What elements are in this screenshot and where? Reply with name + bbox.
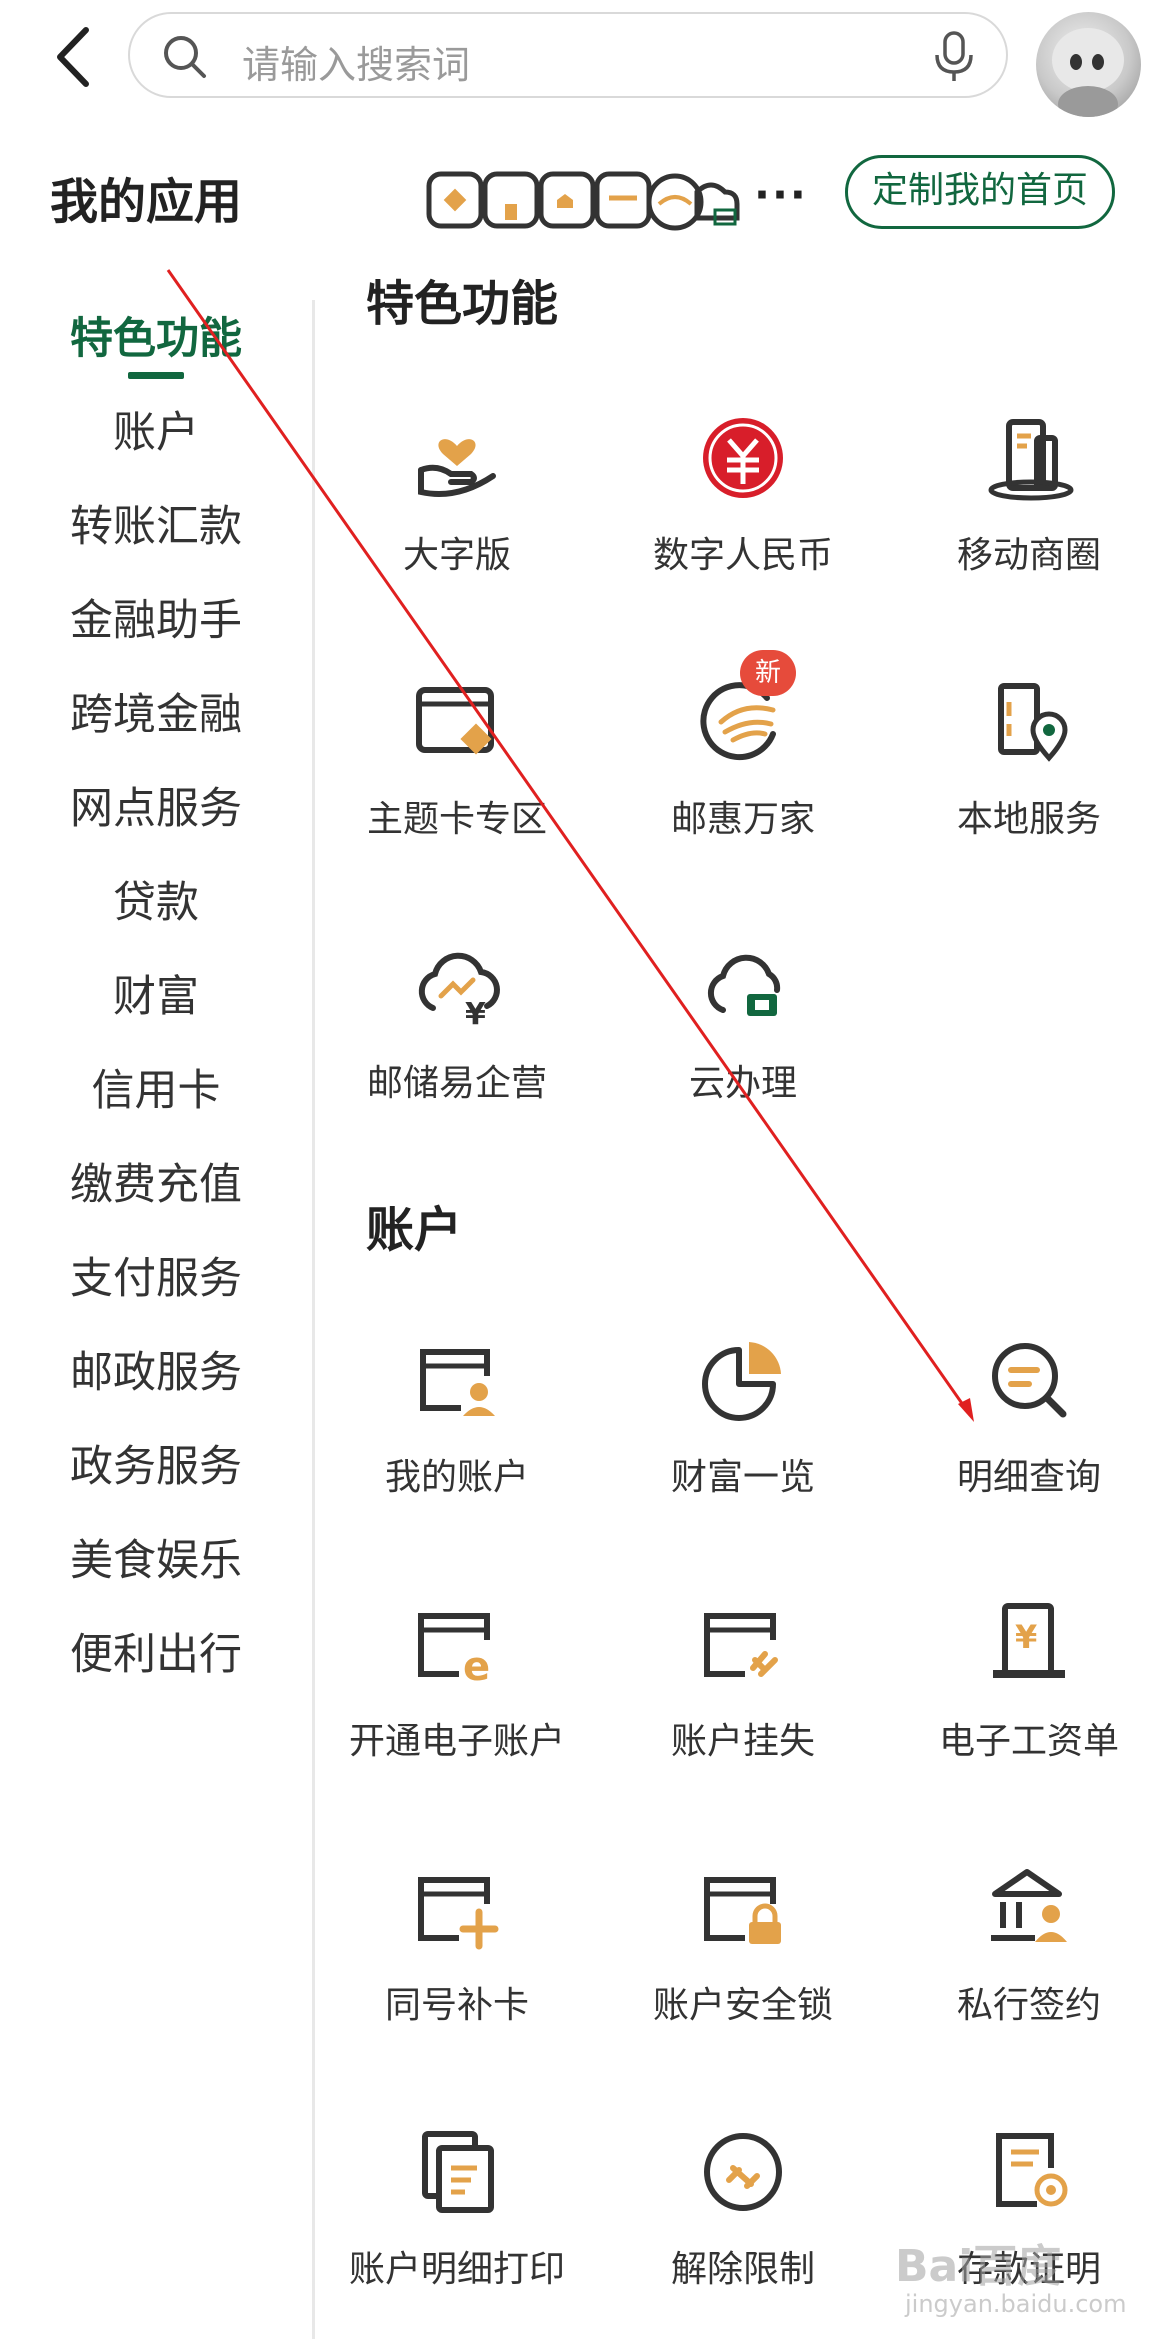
app-label: 移动商圈 — [956, 535, 1101, 576]
detail-query-icon — [992, 1343, 1067, 1418]
app-label: 开通电子账户 — [348, 1721, 565, 1762]
watermark-url: jingyan.baidu.com — [905, 2290, 1127, 2318]
reissue-card-icon — [418, 1877, 499, 1950]
section-title-account: 账户 — [366, 1202, 463, 1258]
deposit-cert-icon — [996, 2133, 1068, 2207]
app-label: 云办理 — [688, 1063, 797, 1104]
sidebar-item-loan[interactable]: 贷款 — [113, 878, 199, 928]
app-tile-local-service[interactable]: 本地服务 — [886, 672, 1170, 842]
search-icon — [164, 36, 206, 78]
app-label: 账户明细打印 — [348, 2249, 565, 2290]
account-loss-icon — [704, 1613, 778, 1677]
app-tile-digital-rmb[interactable]: 数字人民币 — [600, 408, 886, 578]
app-label: 电子工资单 — [938, 1721, 1119, 1762]
sidebar-item-cross-border[interactable]: 跨境金融 — [70, 690, 242, 740]
account-lock-icon — [704, 1877, 781, 1944]
sidebar-item-gov-service[interactable]: 政务服务 — [70, 1442, 242, 1492]
app-label: 主题卡专区 — [366, 799, 547, 840]
customize-home-button[interactable]: 定制我的首页 — [845, 155, 1115, 229]
search-bar[interactable]: 请输入搜索词 — [128, 12, 1008, 98]
e-account-icon: e — [418, 1613, 490, 1690]
sidebar-item-wealth[interactable]: 财富 — [113, 972, 199, 1022]
app-label: 数字人民币 — [652, 535, 833, 576]
my-apps-shortcut-icons[interactable] — [425, 162, 745, 240]
app-label: 同号补卡 — [384, 1985, 529, 2026]
app-label: 本地服务 — [956, 799, 1101, 840]
my-account-icon — [420, 1349, 495, 1416]
app-tile-cloud-enterprise[interactable]: ¥ 邮储易企营 — [314, 936, 600, 1106]
app-label: 解除限制 — [670, 2249, 815, 2290]
cloud-handle-icon — [707, 954, 781, 1016]
app-label: 财富一览 — [670, 1457, 815, 1498]
app-tile-private-bank[interactable]: 私行签约 — [886, 1858, 1170, 2028]
app-tile-mobile-mall[interactable]: 移动商圈 — [886, 408, 1170, 578]
app-label: 存款证明 — [956, 2249, 1101, 2290]
app-tile-my-account[interactable]: 我的账户 — [314, 1330, 600, 1500]
cloud-enterprise-icon: ¥ — [418, 952, 500, 1032]
sidebar-item-account[interactable]: 账户 — [113, 408, 199, 458]
app-tile-account-lock[interactable]: 账户安全锁 — [600, 1858, 886, 2028]
sidebar-item-finance-assistant[interactable]: 金融助手 — [70, 596, 242, 646]
svg-text:¥: ¥ — [1015, 1618, 1037, 1656]
hand-heart-icon — [418, 439, 496, 497]
sidebar-item-postal-service[interactable]: 邮政服务 — [70, 1348, 242, 1398]
sidebar-item-pay-service[interactable]: 支付服务 — [70, 1254, 242, 1304]
search-input[interactable]: 请输入搜索词 — [242, 43, 471, 87]
digital-rmb-icon — [703, 418, 783, 498]
app-tile-e-payslip[interactable]: ¥ 电子工资单 — [886, 1594, 1170, 1764]
app-tile-large-font[interactable]: 大字版 — [314, 408, 600, 578]
sidebar-item-travel[interactable]: 便利出行 — [70, 1630, 242, 1680]
back-arrow-icon[interactable] — [48, 22, 108, 92]
wealth-overview-icon — [702, 1342, 781, 1421]
app-label: 明细查询 — [956, 1457, 1101, 1498]
app-tile-detail-print[interactable]: 账户明细打印 — [314, 2122, 600, 2292]
sidebar-item-featured[interactable]: 特色功能 — [70, 314, 242, 364]
header: 请输入搜索词 — [0, 0, 1170, 117]
sidebar-divider — [312, 300, 315, 2339]
app-label: 邮储易企营 — [366, 1063, 547, 1104]
detail-print-icon — [422, 2131, 494, 2213]
e-payslip-icon: ¥ — [993, 1603, 1065, 1678]
private-bank-icon — [991, 1869, 1067, 1942]
unlock-limit-icon — [704, 2133, 782, 2211]
sidebar-item-credit-card[interactable]: 信用卡 — [91, 1066, 221, 1116]
active-indicator — [128, 372, 184, 379]
app-tile-postal-benefit[interactable]: 新 邮惠万家 — [600, 650, 886, 842]
avatar-image — [1052, 28, 1124, 117]
more-apps-icon[interactable]: ··· — [754, 170, 808, 219]
app-tile-cloud-handle[interactable]: 云办理 — [600, 936, 886, 1106]
svg-text:¥: ¥ — [465, 997, 486, 1032]
app-tile-unlock-limit[interactable]: 解除限制 — [600, 2122, 886, 2292]
app-tile-e-account[interactable]: e 开通电子账户 — [314, 1594, 600, 1764]
app-tile-deposit-cert[interactable]: 存款证明 — [886, 2122, 1170, 2292]
sidebar-item-payment-recharge[interactable]: 缴费充值 — [70, 1160, 242, 1210]
app-label: 我的账户 — [384, 1457, 529, 1498]
app-tile-theme-card[interactable]: 主题卡专区 — [314, 672, 600, 842]
app-tile-reissue-card[interactable]: 同号补卡 — [314, 1858, 600, 2028]
app-tile-detail-query[interactable]: 明细查询 — [886, 1330, 1170, 1500]
theme-card-icon — [416, 687, 494, 755]
avatar[interactable] — [1036, 12, 1141, 117]
app-tile-account-loss[interactable]: 账户挂失 — [600, 1594, 886, 1764]
app-label: 私行签约 — [956, 1985, 1101, 2026]
app-label: 邮惠万家 — [670, 799, 815, 840]
new-badge: 新 — [740, 650, 796, 696]
app-label: 账户安全锁 — [652, 1985, 833, 2026]
mobile-mall-icon — [988, 419, 1074, 501]
watermark-logo: Bai百度 — [895, 2241, 1062, 2292]
app-tile-wealth-overview[interactable]: 财富一览 — [600, 1330, 886, 1500]
app-label: 大字版 — [402, 535, 511, 576]
svg-text:e: e — [463, 1644, 490, 1690]
my-apps-title: 我的应用 — [50, 174, 243, 230]
app-label: 账户挂失 — [670, 1721, 815, 1762]
sidebar-item-branch-service[interactable]: 网点服务 — [70, 784, 242, 834]
microphone-icon[interactable] — [932, 30, 976, 84]
sidebar-item-transfer[interactable]: 转账汇款 — [70, 502, 242, 552]
section-title-featured: 特色功能 — [366, 276, 559, 332]
local-service-icon — [998, 683, 1068, 762]
sidebar-item-food-entertainment[interactable]: 美食娱乐 — [70, 1536, 242, 1586]
